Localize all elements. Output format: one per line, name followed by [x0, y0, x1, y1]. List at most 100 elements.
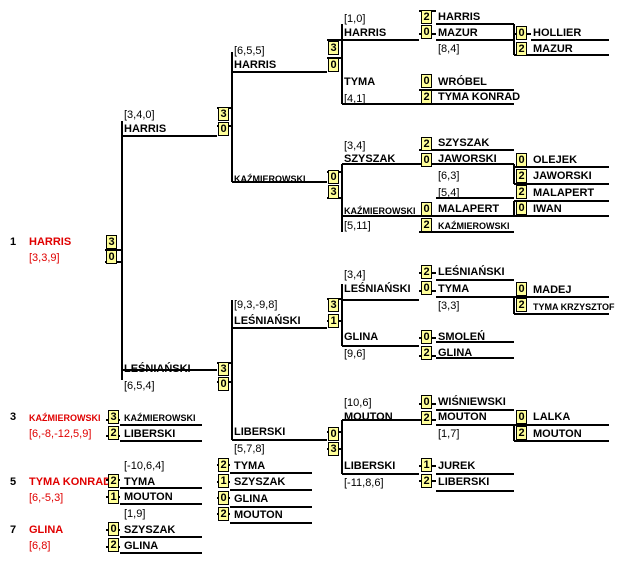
- p3-kazmierowski-b: KAŹMIEROWSKI: [124, 413, 196, 423]
- r6-mouton: MOUTON: [533, 428, 582, 440]
- r6-madej: MADEJ: [533, 284, 572, 296]
- score-box: 0: [421, 153, 432, 167]
- score-box: 3: [328, 298, 339, 312]
- p5-mouton-b: MOUTON: [234, 509, 283, 521]
- r5-liberski: LIBERSKI: [438, 476, 490, 488]
- score-box: 0: [421, 74, 432, 88]
- score-box: 0: [516, 410, 527, 424]
- r6-lalka: LALKA: [533, 411, 571, 423]
- score-box: 2: [421, 137, 432, 151]
- p5-mouton: MOUTON: [124, 491, 173, 503]
- score-box: 2: [421, 10, 432, 24]
- score-box: 2: [516, 298, 527, 312]
- score-box: 2: [516, 185, 527, 199]
- r2-lesnianski-sets: [6,5,4]: [124, 380, 155, 392]
- r4-tyma: TYMA: [344, 76, 376, 88]
- score-box: 0: [516, 153, 527, 167]
- title-harris-main: HARRIS: [29, 236, 72, 248]
- r5-smolen: SMOLEŃ: [438, 331, 486, 343]
- r5-sets-54: [5,4]: [438, 187, 460, 199]
- score-box: 1: [421, 458, 432, 472]
- score-box: 2: [218, 458, 229, 472]
- r4-kazmierowski-sets: [5,11]: [344, 220, 371, 232]
- r5-jaworski: JAWORSKI: [438, 153, 497, 165]
- r6-olejek: OLEJEK: [533, 154, 578, 166]
- score-box: 3: [328, 185, 339, 199]
- p5-tyma-konrad: TYMA KONRAD: [29, 476, 112, 488]
- p5-sets-b: [1,9]: [124, 508, 146, 520]
- r3-harris: HARRIS: [234, 59, 277, 71]
- score-box: 3: [108, 410, 119, 424]
- r4-glina: GLINA: [344, 331, 379, 343]
- r4-kazmierowski: KAŹMIEROWSKI: [344, 206, 416, 216]
- r6-malapert: MALAPERT: [533, 187, 595, 199]
- r5-jaworski-sets: [6,3]: [438, 170, 460, 182]
- score-box: 0: [421, 202, 432, 216]
- score-box: 3: [106, 235, 117, 249]
- r5-wrobel: WRÓBEL: [438, 76, 487, 88]
- r5-glina: GLINA: [438, 347, 473, 359]
- rank-1: 1: [10, 236, 17, 248]
- score-box: 0: [218, 122, 229, 136]
- r4-szyszak-sets: [3,4]: [344, 140, 366, 152]
- rank-5: 5: [10, 476, 17, 488]
- r6-iwan: IWAN: [533, 203, 562, 215]
- r3-harris-sets: [6,5,5]: [234, 45, 265, 57]
- score-box: 0: [106, 250, 117, 264]
- score-box: 2: [108, 426, 119, 440]
- p5-glina: GLINA: [234, 493, 269, 505]
- score-box: 3: [218, 362, 229, 376]
- r3-liberski-sets: [5,7,8]: [234, 443, 265, 455]
- r3-lesnianski-sets: [9,3,-9,8]: [234, 299, 278, 311]
- r4-glina-sets: [9,6]: [344, 348, 366, 360]
- p7-szyszak: SZYSZAK: [124, 524, 176, 536]
- r5-lesnianski: LEŚNIAŃSKI: [438, 266, 505, 278]
- p5-tyma: TYMA: [124, 476, 156, 488]
- rank-3: 3: [10, 411, 17, 423]
- score-box: 2: [516, 169, 527, 183]
- r4-lesnianski: LEŚNIAŃSKI: [344, 283, 411, 295]
- harris-main-sets: [3,3,9]: [29, 252, 60, 264]
- r5-mouton: MOUTON: [438, 411, 487, 423]
- score-box: 0: [218, 377, 229, 391]
- score-box: 0: [218, 491, 229, 505]
- score-box: 0: [421, 281, 432, 295]
- r4-lesnianski-sets: [3,4]: [344, 269, 366, 281]
- score-box: 2: [516, 426, 527, 440]
- r5-mazur: MAZUR: [438, 27, 478, 39]
- r6-tyma-krzysztof: TYMA KRZYSZTOF: [533, 302, 615, 312]
- p3-liberski: LIBERSKI: [124, 428, 176, 440]
- r5-kazmierowski: KAŹMIEROWSKI: [438, 221, 510, 231]
- score-box: 1: [328, 314, 339, 328]
- r3-lesnianski: LEŚNIAŃSKI: [234, 315, 301, 327]
- r5-mouton-sets: [1,7]: [438, 428, 460, 440]
- r5-mazur-sets: [8,4]: [438, 43, 460, 55]
- score-box: 2: [421, 90, 432, 104]
- r2-harris-sets: [3,4,0]: [124, 109, 155, 121]
- score-box: 2: [421, 346, 432, 360]
- p5-sets-a: [-10,6,4]: [124, 460, 165, 472]
- score-box: 1: [108, 490, 119, 504]
- r2-lesnianski: LEŚNIAŃSKI: [124, 363, 191, 375]
- score-box: 0: [328, 427, 339, 441]
- r4-szyszak: SZYSZAK: [344, 153, 396, 165]
- score-box: 0: [108, 522, 119, 536]
- r5-wisniewski: WIŚNIEWSKI: [438, 396, 506, 408]
- score-box: 3: [218, 107, 229, 121]
- score-box: 0: [516, 26, 527, 40]
- score-box: 0: [421, 330, 432, 344]
- r2-harris: HARRIS: [124, 123, 167, 135]
- r5-jurek: JUREK: [438, 460, 476, 472]
- score-box: 3: [328, 41, 339, 55]
- r4-mouton-sets: [10,6]: [344, 397, 372, 409]
- score-box: 2: [421, 265, 432, 279]
- p7-glina-b: GLINA: [124, 540, 159, 552]
- score-box: 3: [328, 442, 339, 456]
- p7-sets: [6,8]: [29, 540, 51, 552]
- r5-malapert: MALAPERT: [438, 203, 500, 215]
- rank-7: 7: [10, 524, 17, 536]
- r5-harris: HARRIS: [438, 11, 481, 23]
- p5-sets: [6,-5,3]: [29, 492, 64, 504]
- score-box: 0: [516, 201, 527, 215]
